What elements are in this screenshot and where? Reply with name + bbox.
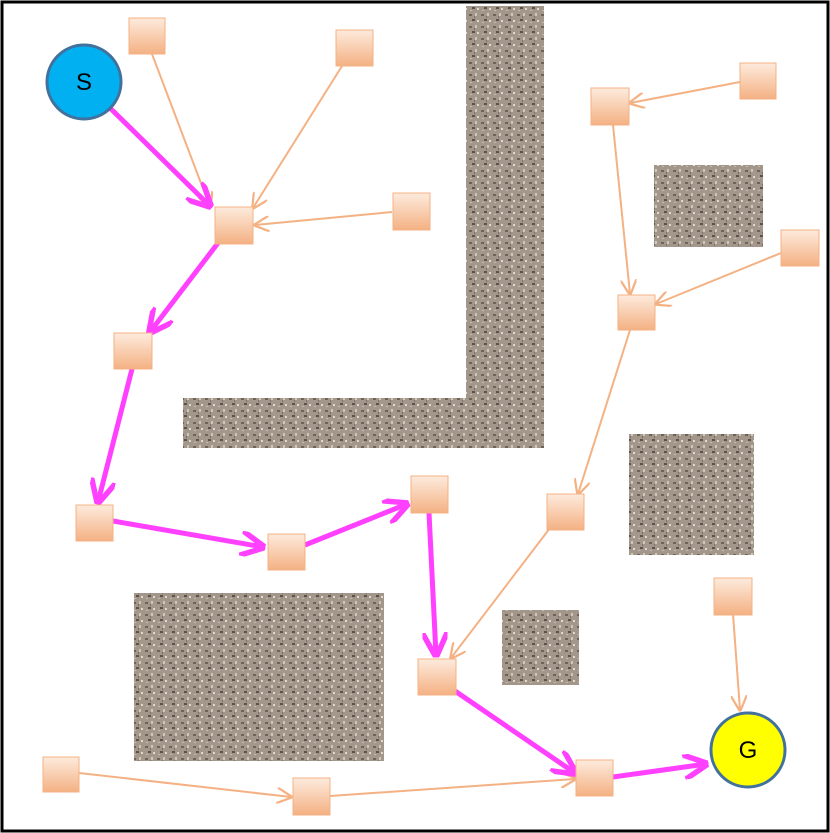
- tree-node: [335, 29, 374, 67]
- tree-edge: [578, 329, 631, 494]
- tree-node: [267, 533, 306, 571]
- obstacle-top-right: [654, 165, 763, 247]
- tree-node: [575, 759, 614, 797]
- tree-node: [739, 62, 777, 100]
- path-edge: [429, 512, 436, 655]
- tree-node: [75, 504, 114, 542]
- tree-edge: [329, 779, 575, 797]
- goal-circle: [709, 711, 787, 789]
- tree-node: [590, 87, 630, 126]
- tree-node: [410, 475, 449, 514]
- path-edge: [112, 518, 263, 547]
- obstacle-large-bottom-left: [134, 593, 384, 761]
- tree-edge: [253, 65, 343, 208]
- goal-node: G: [709, 711, 787, 789]
- start-circle: [45, 43, 123, 121]
- tree-node: [42, 756, 80, 793]
- tree-node: [546, 493, 585, 531]
- solution-path: [98, 106, 706, 777]
- tree-node: [128, 17, 166, 55]
- obstacles: [134, 6, 763, 761]
- tree-edge: [612, 124, 630, 294]
- tree-edge: [656, 252, 782, 304]
- obstacle-horizontal-wall: [183, 398, 544, 448]
- tree-node: [780, 229, 820, 267]
- tree-edge: [78, 772, 291, 797]
- start-label: S: [76, 69, 92, 96]
- obstacle-vertical-wall: [466, 6, 544, 448]
- tree-node: [292, 777, 331, 816]
- path-edge: [150, 241, 220, 332]
- tree-edge: [255, 211, 393, 225]
- obstacle-small-center: [502, 610, 579, 685]
- tree-node: [417, 658, 457, 696]
- path-edge: [453, 688, 575, 773]
- path-edge: [304, 504, 407, 548]
- tree-edge: [451, 527, 551, 658]
- tree-node: [214, 206, 254, 245]
- start-node: S: [45, 43, 123, 121]
- goal-label: G: [739, 737, 758, 764]
- tree-edge: [733, 613, 740, 710]
- tree-node: [113, 332, 153, 370]
- path-edge: [108, 106, 210, 206]
- tree-edge: [630, 81, 741, 103]
- tree-node: [392, 192, 431, 231]
- path-edge: [98, 368, 135, 502]
- tree-node: [617, 294, 656, 331]
- path-edge: [612, 764, 706, 777]
- obstacle-mid-right: [629, 434, 754, 555]
- tree-nodes: [42, 17, 820, 816]
- tree-node: [713, 577, 753, 616]
